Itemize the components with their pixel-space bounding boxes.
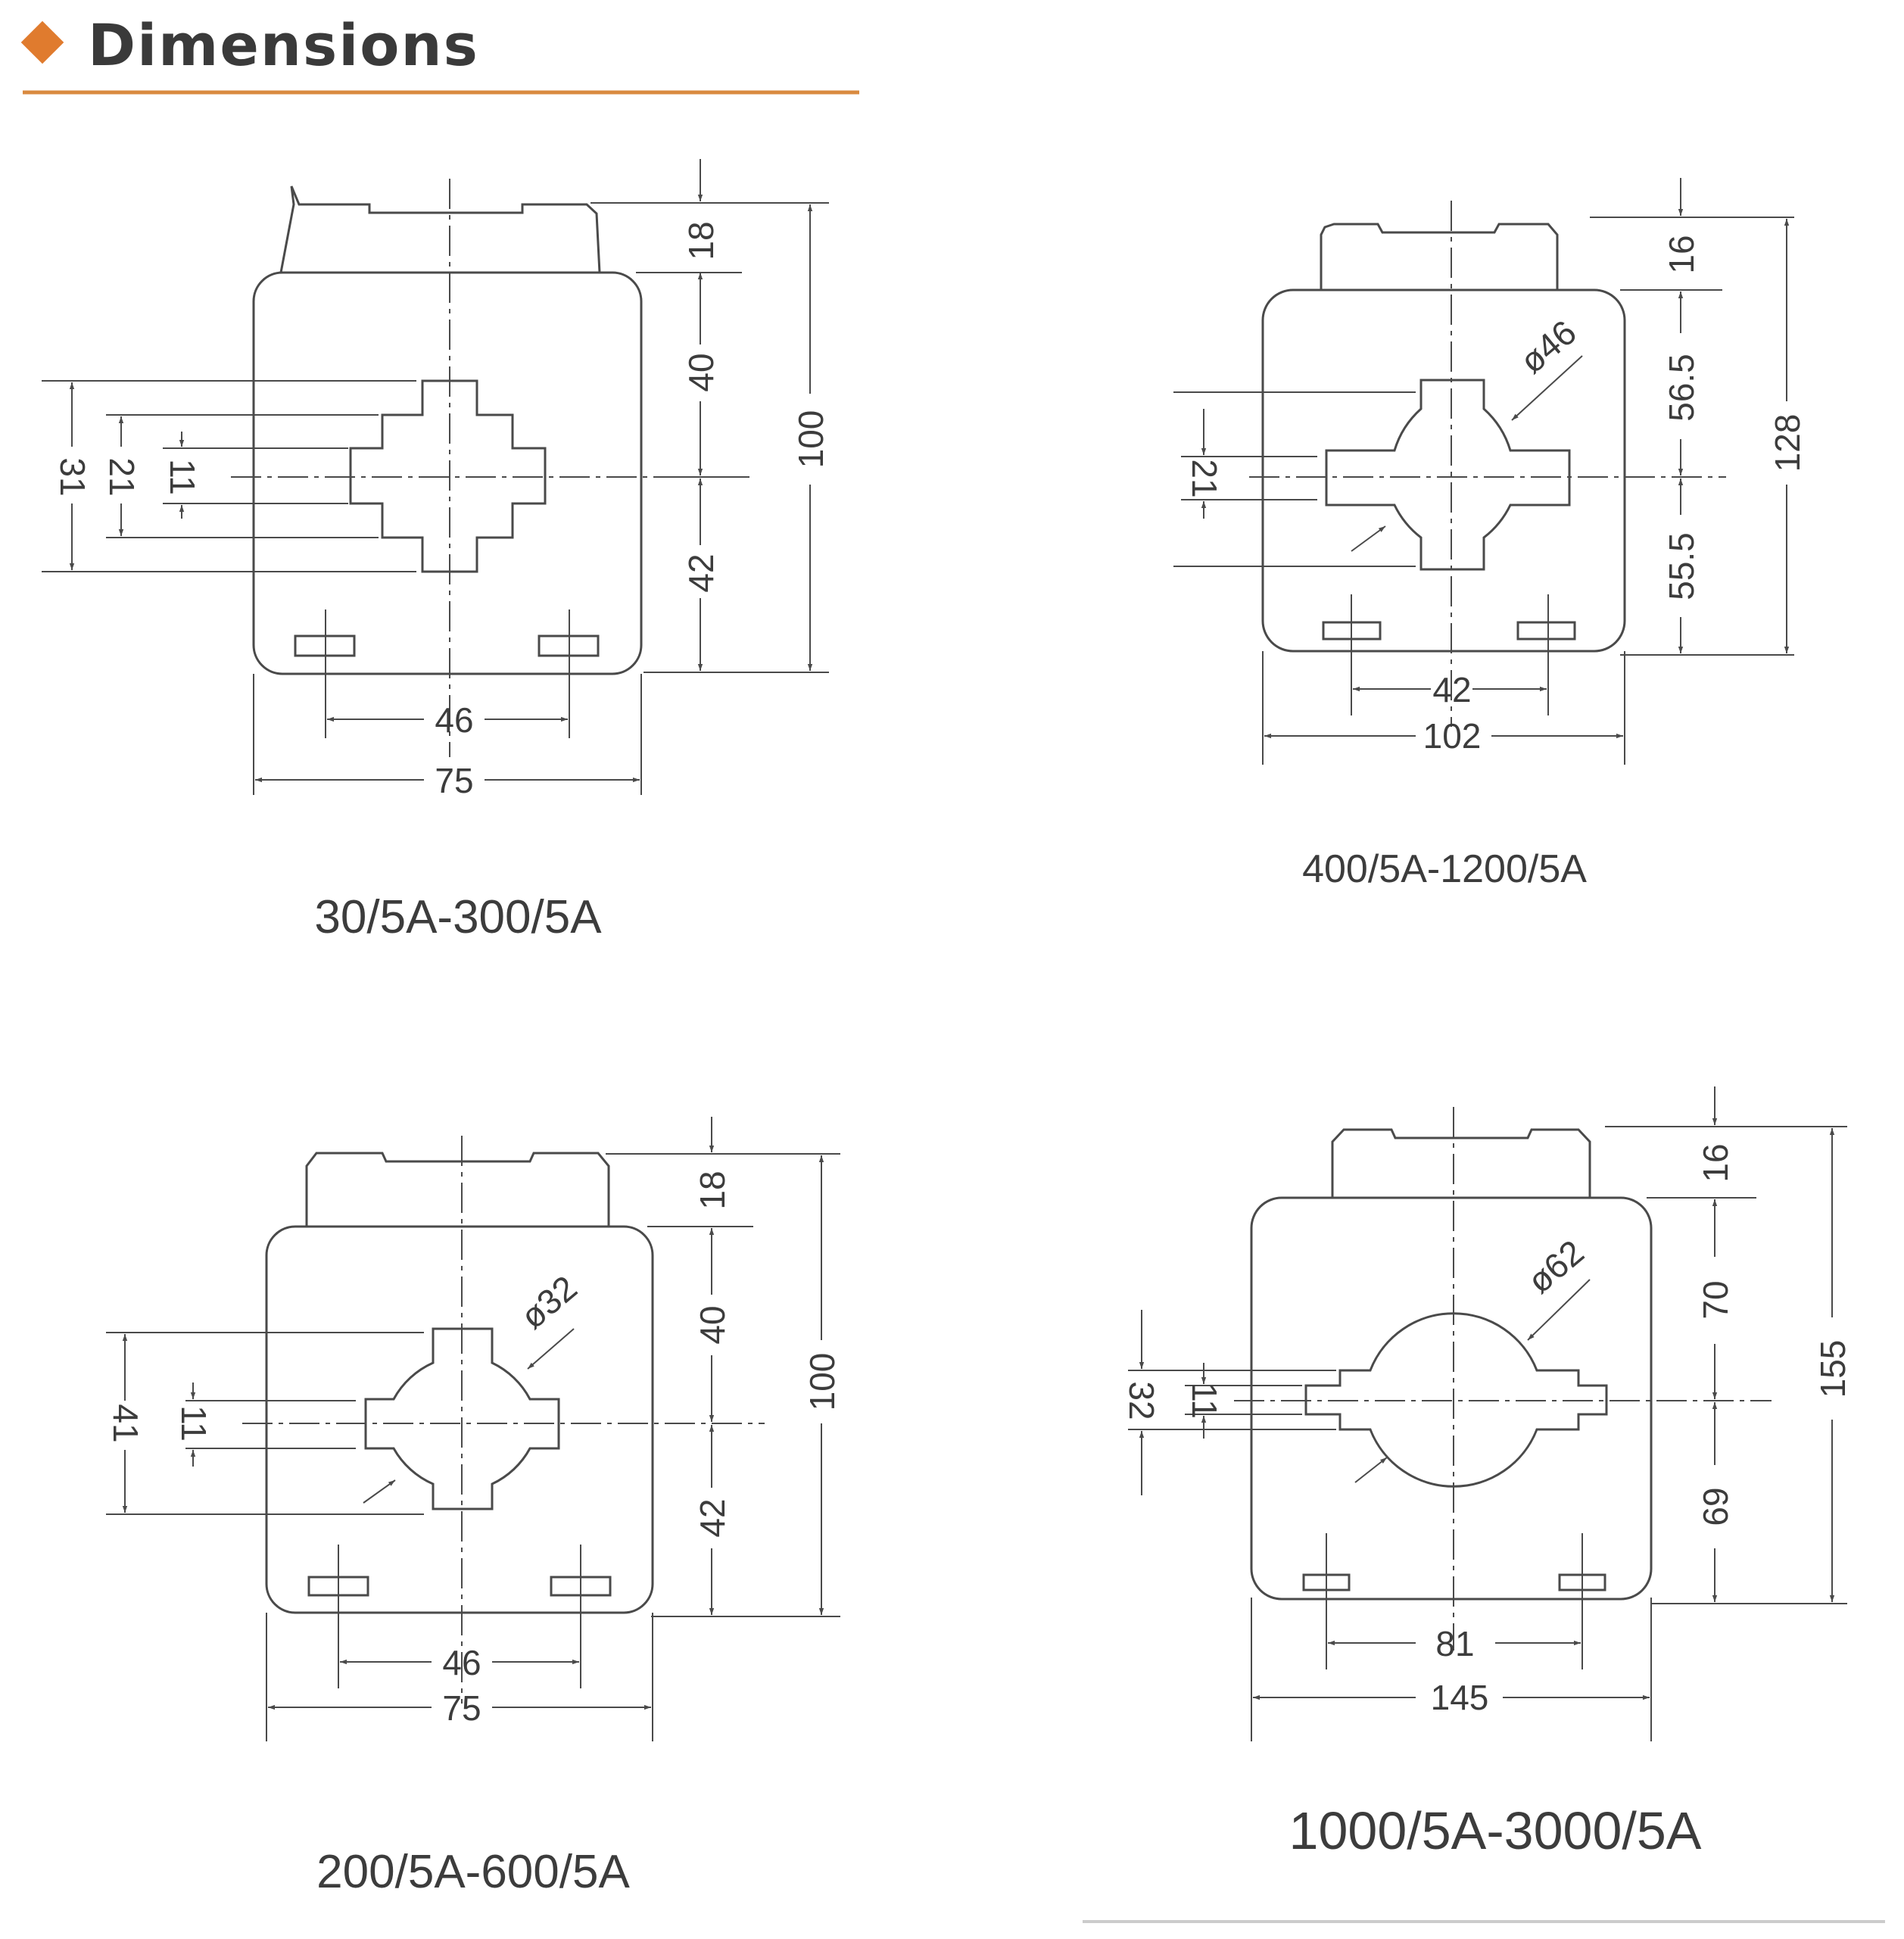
ct-body xyxy=(305,1152,610,1228)
dim-top-tab: 18 xyxy=(681,221,721,260)
dim-window-inner: 11 xyxy=(163,459,202,495)
dim-upper: 56.5 xyxy=(1662,354,1701,422)
dim-slot-spacing: 42 xyxy=(1432,670,1471,709)
ct-body xyxy=(1320,223,1559,291)
dim-upper: 40 xyxy=(693,1305,732,1344)
ct-housing xyxy=(1250,1196,1653,1601)
dim-slot-spacing: 46 xyxy=(435,700,473,740)
dim-width: 102 xyxy=(1423,716,1482,756)
primary-window xyxy=(364,1327,560,1510)
dim-window-mid: 21 xyxy=(102,457,142,496)
ct-housing xyxy=(265,1225,654,1614)
dim-window-slot-outer: 32 xyxy=(1122,1381,1161,1420)
dim-top-tab: 16 xyxy=(1696,1143,1735,1182)
dim-window-slot: 11 xyxy=(174,1405,213,1442)
dim-width: 75 xyxy=(435,761,473,800)
centerlines-2 xyxy=(1249,201,1726,727)
dim-window-height: 41 xyxy=(106,1404,145,1442)
centerlines-3 xyxy=(242,1136,765,1704)
dim-top-tab: 16 xyxy=(1662,235,1701,273)
dim-width: 145 xyxy=(1431,1678,1489,1717)
diamond-bullet-icon xyxy=(20,20,64,64)
primary-window xyxy=(1304,1312,1608,1488)
dim-slot-spacing: 46 xyxy=(442,1643,481,1682)
drawing-30-300 xyxy=(252,185,643,675)
dimension-labels-2: 16 56.5 55.5 128 21 ø46 42 102 xyxy=(1185,235,1807,756)
dim-lower: 42 xyxy=(681,553,721,592)
drawing-200-600 xyxy=(265,1152,654,1614)
centerlines-1 xyxy=(231,179,666,757)
dim-lower: 69 xyxy=(1696,1487,1735,1526)
dim-top-tab: 18 xyxy=(693,1171,732,1209)
ct-housing xyxy=(252,271,643,675)
section-header: Dimensions xyxy=(20,11,859,95)
model-label-3: 200/5A-600/5A xyxy=(316,1846,630,1898)
dim-total-height: 155 xyxy=(1813,1340,1853,1398)
dim-window-outer: 31 xyxy=(53,457,92,496)
drawing-400-1200 xyxy=(1261,223,1626,653)
model-label-2: 400/5A-1200/5A xyxy=(1302,847,1587,891)
dim-window-diameter: ø46 xyxy=(1513,312,1584,381)
dim-lower: 42 xyxy=(693,1498,732,1537)
dimension-lines-4 xyxy=(1128,1086,1847,1741)
dim-window-diameter: ø62 xyxy=(1520,1232,1591,1301)
dimension-lines-3 xyxy=(106,1117,840,1741)
dim-total-height: 100 xyxy=(802,1353,842,1411)
dim-upper: 40 xyxy=(681,353,721,391)
ct-housing xyxy=(1261,288,1626,653)
dim-window-slot: 21 xyxy=(1185,459,1224,497)
primary-window xyxy=(1325,379,1571,571)
dim-window-diameter: ø32 xyxy=(513,1267,584,1336)
dim-total-height: 100 xyxy=(791,410,830,469)
dimension-labels-1: 18 40 42 100 31 21 11 46 75 xyxy=(53,221,830,800)
dim-width: 75 xyxy=(442,1688,481,1728)
dimension-lines-2 xyxy=(1173,178,1794,765)
dim-upper: 70 xyxy=(1696,1280,1735,1319)
dimension-labels-4: 16 70 69 155 32 11 ø62 81 145 xyxy=(1122,1143,1853,1717)
dimension-lines-1 xyxy=(42,159,829,795)
ct-body xyxy=(279,185,601,274)
dim-total-height: 128 xyxy=(1768,414,1807,472)
dim-lower: 55.5 xyxy=(1662,532,1701,600)
primary-window xyxy=(349,379,547,573)
ct-body xyxy=(1331,1128,1591,1199)
model-label-1: 30/5A-300/5A xyxy=(314,891,602,943)
dim-window-slot-inner: 11 xyxy=(1185,1383,1224,1419)
drawing-1000-3000 xyxy=(1250,1128,1653,1601)
model-label-4: 1000/5A-3000/5A xyxy=(1289,1801,1702,1860)
dimension-labels-3: 18 40 42 100 41 11 ø32 46 75 xyxy=(106,1171,842,1728)
page-title: Dimensions xyxy=(88,11,479,79)
centerlines-4 xyxy=(1234,1107,1772,1651)
mounting-slot xyxy=(1516,621,1576,641)
dim-slot-spacing: 81 xyxy=(1435,1624,1474,1663)
